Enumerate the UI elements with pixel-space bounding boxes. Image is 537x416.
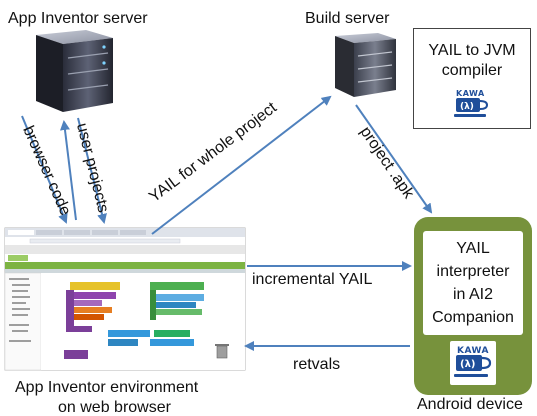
arrow-project-apk [355,104,433,214]
kawa-logo-icon-device: KAWA (λ) [454,346,492,377]
app-inventor-server-icon [36,30,113,112]
build-server-label: Build server [305,10,390,27]
app-inventor-server-label: App Inventor server [8,10,148,27]
arrow-user-projects-to-browser [77,117,107,224]
incremental-yail-label: incremental YAIL [252,271,373,288]
kawa-logo-text: KAWA [456,89,485,98]
companion-screen: YAIL interpreter in AI2 Companion [423,231,523,335]
android-device: YAIL interpreter in AI2 Companion KAWA (… [414,217,532,395]
kawa-logo-symbol: (λ) [460,102,474,112]
kawa-logo-icon: KAWA (λ) [454,89,489,117]
jvm-compiler-label: YAIL to JVM compiler [428,42,516,79]
arrow-yail-whole-project [151,95,332,235]
kawa-logo-symbol-device: (λ) [460,359,475,370]
kawa-logo-panel: KAWA (λ) [450,341,496,385]
arrow-browser-code [21,115,68,224]
arrows [21,95,433,351]
android-device-label: Android device [417,396,523,413]
app-inventor-environment-label: App Inventor environment [15,379,199,396]
jvm-compiler-box: YAIL to JVM compiler KAWA (λ) [413,28,531,129]
build-server-icon [335,33,396,97]
retvals-label: retvals [293,356,341,373]
kawa-logo-text-device: KAWA [457,346,489,356]
arrow-user-projects-to-server [60,120,77,221]
web-browser-label: on web browser [58,399,171,416]
browser-screenshot [4,227,246,371]
companion-label: YAIL interpreter in AI2 Companion [432,240,514,326]
